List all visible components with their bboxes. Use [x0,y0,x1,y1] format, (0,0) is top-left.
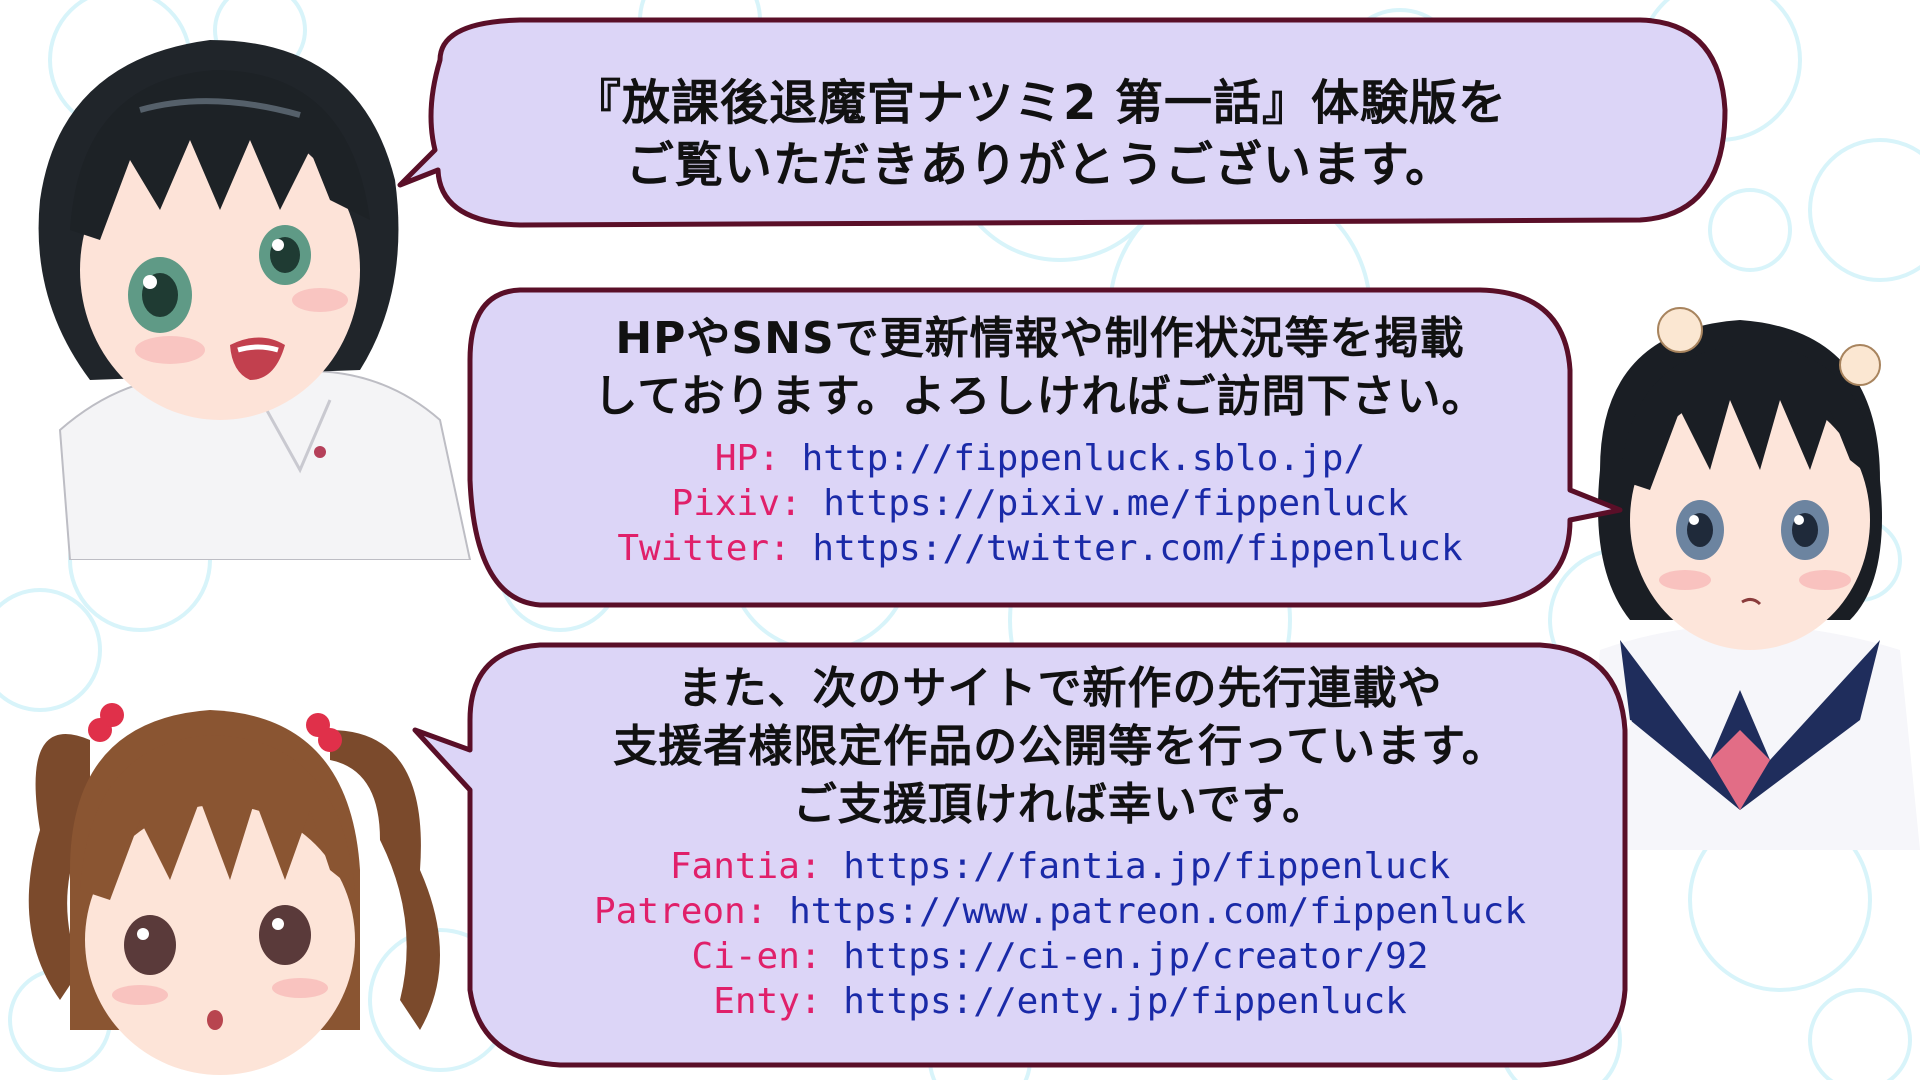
link-url-twitter[interactable]: https://twitter.com/fippenluck [812,528,1463,569]
bubble-middle-message: HPやSNSで更新情報や制作状況等を掲載 しております。よろしければご訪問下さい… [500,310,1580,571]
link-url-fantia[interactable]: https://fantia.jp/fippenluck [843,846,1451,887]
speech-bubble-bottom [412,642,1628,1068]
link-row-hp[interactable]: HP: http://fippenluck.sblo.jp/ [500,436,1580,481]
link-row-pixiv[interactable]: Pixiv: https://pixiv.me/fippenluck [500,481,1580,526]
link-label: Twitter: [617,528,791,569]
link-url-pixiv[interactable]: https://pixiv.me/fippenluck [823,483,1409,524]
bubble-bottom-line-2: 支援者様限定作品の公開等を行っています。 [613,721,1507,772]
link-url-ci-en[interactable]: https://ci-en.jp/creator/92 [843,936,1429,977]
bubble-bottom-line-3: ご支援頂ければ幸いです。 [792,779,1328,830]
bubble-top-line-2: ご覧いただきありがとうございます。 [625,137,1455,193]
sns-links: HP: http://fippenluck.sblo.jp/ Pixiv: ht… [500,436,1580,571]
support-links: Fantia: https://fantia.jp/fippenluck Pat… [500,844,1620,1024]
speech-bubble-middle [467,287,1623,608]
link-label: Pixiv: [671,483,802,524]
speech-bubble-top [397,17,1728,228]
bubble-middle-line-1: HPやSNSで更新情報や制作状況等を掲載 [615,313,1465,364]
link-label: Ci-en: [691,936,822,977]
link-row-patreon[interactable]: Patreon: https://www.patreon.com/fippenl… [500,889,1620,934]
link-url-patreon[interactable]: https://www.patreon.com/fippenluck [789,891,1526,932]
bubble-middle-line-2: しております。よろしければご訪問下さい。 [593,371,1487,422]
girl-black-bob-hair-icon [38,40,472,560]
link-row-twitter[interactable]: Twitter: https://twitter.com/fippenluck [500,526,1580,571]
girl-short-black-hair-sailor-uniform-icon [1580,307,1920,850]
link-row-enty[interactable]: Enty: https://enty.jp/fippenluck [500,979,1620,1024]
link-label: HP: [714,438,780,479]
link-label: Fantia: [669,846,822,887]
link-label: Patreon: [594,891,768,932]
bubble-bottom-line-1: また、次のサイトで新作の先行連載や [677,663,1443,714]
link-url-enty[interactable]: https://enty.jp/fippenluck [843,981,1407,1022]
link-url-hp[interactable]: http://fippenluck.sblo.jp/ [801,438,1366,479]
link-label: Enty: [713,981,822,1022]
link-row-ci-en[interactable]: Ci-en: https://ci-en.jp/creator/92 [500,934,1620,979]
bubble-top-line-1: 『放課後退魔官ナツミ2 第一話』体験版を [572,75,1508,131]
link-row-fantia[interactable]: Fantia: https://fantia.jp/fippenluck [500,844,1620,889]
girl-brown-twintails-icon [28,703,440,1075]
bubble-bottom-message: また、次のサイトで新作の先行連載や 支援者様限定作品の公開等を行っています。 ご… [500,660,1620,1024]
bubble-top-message: 『放課後退魔官ナツミ2 第一話』体験版を ご覧いただきありがとうございます。 [440,72,1640,196]
